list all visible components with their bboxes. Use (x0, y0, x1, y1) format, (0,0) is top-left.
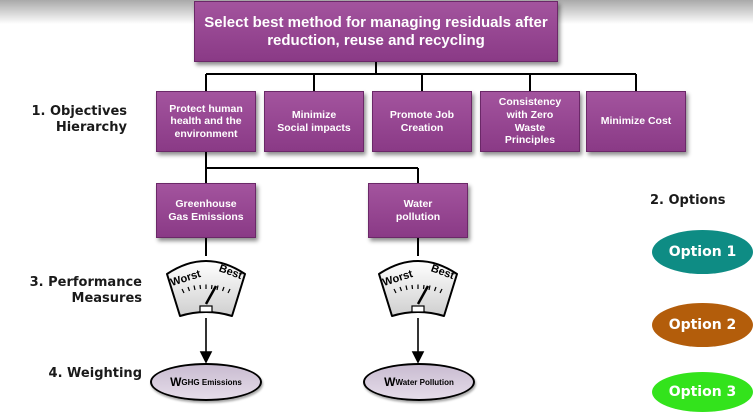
weight-subscript: GHG Emissions (181, 377, 242, 387)
weight-symbol: W (384, 375, 396, 389)
objective-minimize-social-impacts: Minimize Social impacts (264, 91, 364, 152)
objective-protect-health: Protect human health and the environment (156, 91, 256, 152)
performance-measures-label: 3. Performance Measures (29, 275, 142, 307)
subobjective-water-pollution: Water pollution (368, 183, 468, 238)
objective-zero-waste-consistency: Consistency with Zero Waste Principles (480, 91, 580, 152)
objective-minimize-cost: Minimize Cost (586, 91, 686, 152)
weight-symbol: W (170, 375, 182, 389)
objective-promote-job-creation: Promote Job Creation (372, 91, 472, 152)
goal-box: Select best method for managing residual… (194, 1, 558, 62)
performance-gauge-ghg: Worst Best (166, 260, 246, 317)
goal-line-1: Select best method for managing residual… (204, 13, 548, 31)
option-1: Option 1 (652, 230, 753, 274)
option-3: Option 3 (652, 372, 753, 412)
objectives-hierarchy-label: 1. Objectives Hierarchy (31, 104, 127, 136)
subobjective-ghg-emissions: Greenhouse Gas Emissions (156, 183, 256, 238)
weighting-label: 4. Weighting (48, 366, 142, 381)
weight-subscript: Water Pollution (395, 377, 454, 387)
goal-line-2: reduction, reuse and recycling (267, 31, 485, 49)
options-label: 2. Options (650, 193, 726, 208)
performance-gauge-water: Worst Best (378, 260, 458, 317)
option-2: Option 2 (652, 303, 753, 347)
